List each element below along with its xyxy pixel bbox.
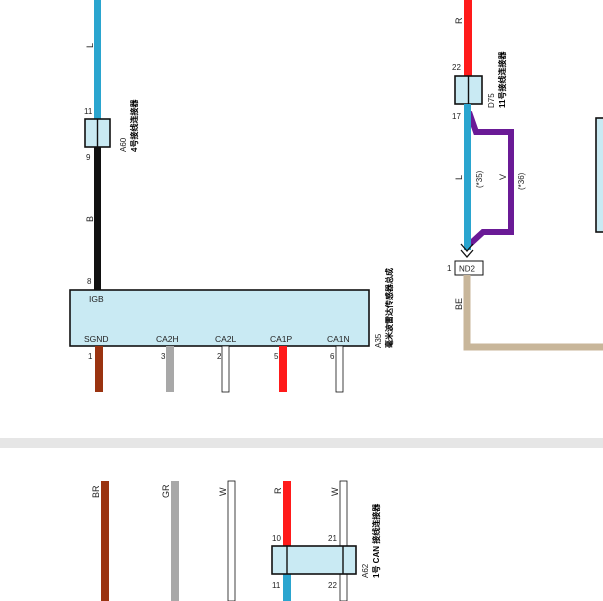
partial-component-box — [595, 117, 603, 233]
note-35: (*35) — [475, 170, 484, 188]
ecu-pin-2: 2 — [217, 352, 222, 361]
pin-label-11-bottom: 11 — [272, 581, 281, 590]
wire-label-w-1: W — [218, 487, 228, 496]
wire-label-r-bottom: R — [273, 487, 283, 494]
wire-label-gr: GR — [161, 484, 171, 498]
wire-gr-stub — [166, 346, 174, 392]
ecu-a35-desc: 毫米波雷达传感器总成 — [384, 268, 394, 348]
signal-sgnd: SGND — [84, 334, 109, 344]
connector-d75-desc: 11号接线连接器 — [497, 51, 507, 108]
signal-ca1p: CA1P — [270, 334, 293, 344]
wire-label-l-right: L — [454, 175, 464, 180]
pin-label-17: 17 — [452, 112, 461, 121]
wire-b-left — [94, 147, 101, 290]
pin-label-8: 8 — [87, 277, 92, 286]
ecu-pin-1: 1 — [88, 352, 93, 361]
ecu-pin-3: 3 — [161, 352, 166, 361]
connector-a62-desc: 1号 CAN 接线连接器 — [371, 503, 381, 578]
connector-a62 — [271, 545, 357, 575]
ecu-pin-6: 6 — [330, 352, 335, 361]
wire-l-right — [464, 104, 471, 250]
ecu-a35-id: A35 — [374, 333, 383, 348]
wire-w-bottom-2 — [339, 480, 348, 547]
connector-a60-id: A60 — [119, 137, 128, 152]
junction-nd2-label: ND2 — [459, 265, 476, 274]
pin-label-11: 11 — [84, 107, 93, 116]
wire-w-stub-ca2l — [221, 345, 230, 393]
note-36: (*36) — [517, 172, 526, 190]
junction-chevron-icon — [460, 243, 474, 252]
signal-ca1n: CA1N — [327, 334, 350, 344]
pin-label-21: 21 — [328, 534, 337, 543]
pin-label-1-nd2: 1 — [447, 264, 452, 273]
signal-ca2h: CA2H — [156, 334, 179, 344]
wire-r-bottom — [283, 481, 291, 546]
wire-br-bottom — [101, 481, 109, 601]
wire-r-stub — [279, 346, 287, 392]
signal-igb: IGB — [89, 294, 104, 304]
wire-label-v: V — [498, 174, 508, 180]
wire-label-b-left: B — [85, 216, 95, 222]
wire-l-top-left — [94, 0, 101, 119]
wire-w-bottom-1 — [227, 480, 236, 601]
wire-br-stub — [95, 346, 103, 392]
wire-label-br: BR — [91, 485, 101, 498]
wire-gr-bottom — [171, 481, 179, 601]
wire-be — [463, 275, 603, 351]
junction-chevron-icon-2 — [460, 249, 474, 258]
wire-label-l-left: L — [85, 43, 95, 48]
wire-v-loop — [466, 111, 514, 247]
wire-l-bottom — [283, 574, 291, 601]
wire-r-top-right — [464, 0, 472, 76]
wire-w-stub-ca1n — [335, 345, 344, 393]
pin-label-10: 10 — [272, 534, 281, 543]
connector-a60-desc: 4号接线连接器 — [129, 99, 139, 152]
pin-label-22: 22 — [452, 63, 461, 72]
connector-a62-id: A62 — [361, 563, 370, 578]
connector-d75-id: D75 — [487, 93, 496, 108]
signal-ca2l: CA2L — [215, 334, 237, 344]
pin-label-9: 9 — [86, 153, 91, 162]
wire-w-bottom-3 — [339, 573, 348, 601]
pin-label-22-bottom: 22 — [328, 581, 337, 590]
wire-label-r-right: R — [454, 17, 464, 24]
panel-separator — [0, 438, 603, 448]
ecu-pin-5: 5 — [274, 352, 279, 361]
wire-label-w-2: W — [330, 487, 340, 496]
radar-sensor-assembly-box — [69, 289, 370, 347]
wire-label-be: BE — [454, 298, 464, 310]
